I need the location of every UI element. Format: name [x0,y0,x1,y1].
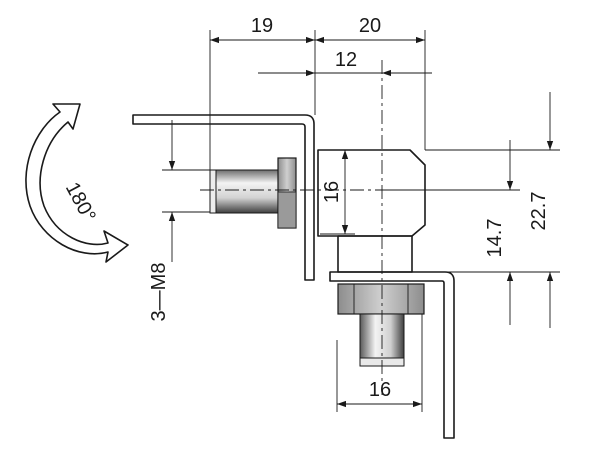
dimension-lines [168,36,554,408]
dim-label-body-height: 16 [321,181,343,203]
vertical-nut [337,283,425,315]
rotation-arrow-icon [25,103,129,263]
dim-label-right-outer: 22.7 [528,192,550,231]
center-lines [200,60,440,395]
dim-label-thread: 3—M8 [148,263,170,322]
horizontal-bolt-shank [209,169,281,214]
dim-label-second-row: 12 [335,49,357,71]
horizontal-nut-shadow [277,191,297,229]
dim-label-right-inner: 14.7 [484,219,506,258]
part-geometry [132,114,455,439]
hinge-neck [337,235,413,273]
horizontal-bolt-thread-end [209,169,217,214]
rotation-label: 180° [61,179,100,226]
lower-bracket [329,271,455,439]
dim-label-top-right: 20 [359,15,381,37]
dim-label-top-left: 19 [251,15,273,37]
upper-bracket [132,114,315,281]
dim-label-bottom: 16 [369,379,391,401]
